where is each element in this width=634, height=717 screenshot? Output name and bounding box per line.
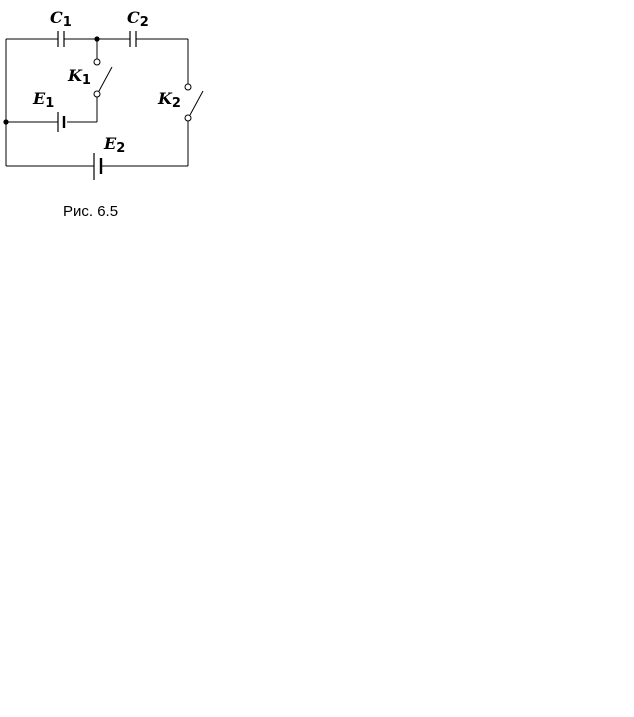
k2-contact-bottom [184, 114, 192, 122]
capacitor-c2 [129, 31, 137, 47]
k2-contact-top [184, 83, 192, 91]
capacitor-c1 [57, 31, 65, 47]
switch-k2 [184, 83, 204, 122]
battery-e2 [93, 153, 103, 180]
label-e1: E1 [32, 89, 54, 111]
middle-branch [6, 39, 98, 123]
k1-contact-bottom [93, 90, 101, 98]
label-k1: K1 [67, 66, 91, 88]
k1-blade [98, 66, 113, 92]
junction-node-left [3, 119, 9, 125]
junction-node-top [94, 36, 100, 42]
label-c1: C1 [50, 8, 72, 30]
label-k2: K2 [157, 89, 181, 111]
figure-caption: Рис. 6.5 [63, 203, 118, 220]
battery-e1 [57, 112, 66, 132]
label-e2: E2 [103, 134, 125, 156]
k2-blade [189, 90, 204, 116]
label-c2: C2 [127, 8, 149, 30]
k1-contact-top [93, 58, 101, 66]
switch-k1 [93, 58, 113, 98]
